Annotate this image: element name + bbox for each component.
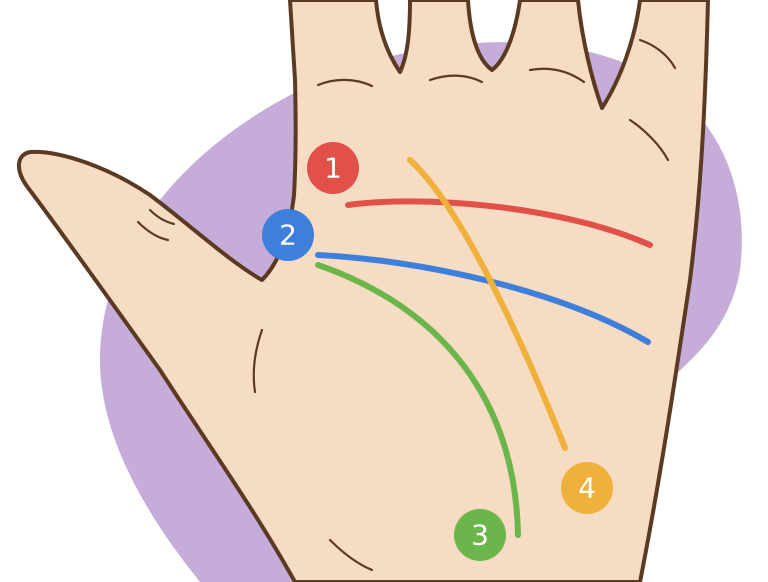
marker-4-label: 4	[578, 472, 596, 505]
marker-2-circle	[262, 209, 314, 261]
finger-crease-5	[628, 118, 670, 162]
marker-1-label: 1	[324, 152, 342, 185]
thumb-crease-1	[136, 220, 170, 242]
palm-crease-left	[252, 328, 264, 394]
marker-3: 3	[454, 509, 506, 561]
finger-crease-3	[528, 67, 586, 84]
marker-2: 2	[262, 209, 314, 261]
marker-3-circle	[454, 509, 506, 561]
marker-2-label: 2	[279, 219, 297, 252]
hand-outline	[17, 0, 710, 582]
marker-1: 1	[307, 142, 359, 194]
finger-crease-4	[638, 38, 677, 70]
marker-4-circle	[561, 462, 613, 514]
finger-crease-1	[316, 78, 374, 88]
palm-line-4	[407, 157, 568, 451]
finger-crease-2	[428, 74, 484, 84]
marker-4: 4	[561, 462, 613, 514]
marker-1-circle	[307, 142, 359, 194]
palm-line-3	[315, 262, 521, 538]
wrist-crease	[328, 538, 374, 572]
palm-line-1	[345, 198, 653, 248]
marker-3-label: 3	[471, 519, 489, 552]
thumb-crease-2	[148, 208, 176, 226]
